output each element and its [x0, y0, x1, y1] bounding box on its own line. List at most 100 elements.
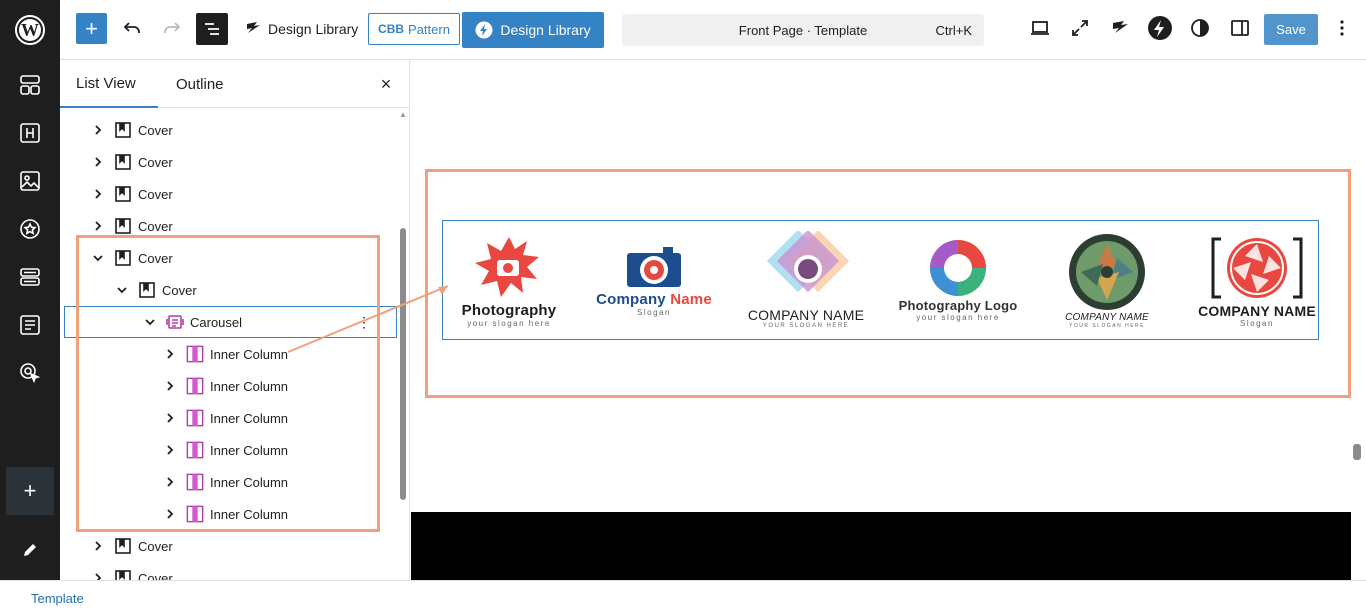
carousel-block[interactable]: Photography your slogan here Company Nam… [442, 220, 1319, 340]
chevron-right-icon[interactable] [90, 186, 106, 202]
cover-block-icon [114, 153, 132, 171]
logo-slogan: your slogan here [467, 319, 551, 328]
pattern-button[interactable]: CBB Pattern [368, 13, 460, 45]
contrast-icon[interactable] [1186, 14, 1214, 42]
cover-block-icon [114, 537, 132, 555]
logo-slot[interactable]: COMPANY NAME Slogan [1195, 221, 1319, 339]
inner-column-icon [186, 345, 204, 363]
pointer-target-icon[interactable] [18, 361, 42, 385]
chevron-down-icon[interactable] [142, 314, 158, 330]
sidebar-toggle-icon[interactable] [1226, 14, 1254, 42]
chevron-right-icon[interactable] [90, 122, 106, 138]
list-item-label: Cover [138, 154, 173, 170]
list-item[interactable]: Inner Column [60, 370, 400, 402]
list-item[interactable]: Cover [60, 530, 400, 562]
list-item[interactable]: Cover [60, 210, 400, 242]
editor-canvas[interactable]: Photography your slogan here Company Nam… [411, 61, 1366, 580]
desktop-preview-icon[interactable] [1026, 14, 1054, 42]
scroll-up-arrow-icon[interactable]: ▲ [399, 110, 407, 119]
chevron-down-icon[interactable] [90, 250, 106, 266]
tab-list-view[interactable]: List View [60, 60, 158, 108]
list-item[interactable]: Inner Column [60, 434, 400, 466]
list-item-label: Cover [138, 218, 173, 234]
tab-outline[interactable]: Outline [176, 75, 224, 93]
command-shortcut: Ctrl+K [935, 22, 972, 38]
stackable-icon[interactable] [1106, 14, 1134, 42]
design-library-button-label: Design Library [500, 22, 591, 38]
logo-slot[interactable]: COMPANY NAME YOUR SLOGAN HERE [741, 221, 871, 339]
layout-icon[interactable] [18, 73, 42, 97]
status-bar: Template [0, 580, 1366, 615]
logo-name-text: Company Name [596, 291, 712, 308]
block-inserter-button[interactable]: + [76, 13, 107, 44]
list-item-label: Inner Column [210, 442, 289, 458]
list-item-label: Cover [138, 122, 173, 138]
image-icon[interactable] [18, 169, 42, 193]
command-palette-bar[interactable]: Front Page · Template Ctrl+K [622, 14, 984, 46]
lightning-badge-icon [475, 21, 493, 39]
list-item[interactable]: Inner Column [60, 466, 400, 498]
cover-block-icon [114, 569, 132, 580]
list-item-label: Inner Column [210, 474, 289, 490]
logo-slot[interactable]: Company Name Slogan [589, 221, 719, 339]
fullscreen-icon[interactable] [1066, 14, 1094, 42]
chevron-right-icon[interactable] [162, 474, 178, 490]
more-options-icon[interactable] [1328, 14, 1356, 42]
logo-slogan: Slogan [637, 308, 671, 317]
lightning-circle-icon[interactable] [1146, 14, 1174, 42]
dark-cover-section[interactable] [411, 512, 1351, 580]
list-item[interactable]: Inner Column [60, 498, 400, 530]
inner-column-icon [186, 473, 204, 491]
text-block-icon[interactable] [18, 313, 42, 337]
rows-icon[interactable] [18, 265, 42, 289]
list-view-toggle-button[interactable] [196, 13, 228, 45]
heading-icon[interactable] [18, 121, 42, 145]
chevron-down-icon[interactable] [114, 282, 130, 298]
redo-icon[interactable] [158, 14, 186, 42]
cover-block-icon [114, 121, 132, 139]
panel-scrollbar[interactable] [400, 228, 406, 500]
list-item[interactable]: Cover [60, 178, 400, 210]
chevron-right-icon[interactable] [90, 218, 106, 234]
wordpress-logo-icon[interactable]: W [0, 0, 60, 60]
edit-pen-icon[interactable] [20, 540, 40, 560]
list-item[interactable]: Inner Column [60, 402, 400, 434]
inner-column-icon [186, 505, 204, 523]
chevron-right-icon[interactable] [90, 570, 106, 580]
canvas-scrollbar[interactable] [1353, 444, 1361, 460]
chevron-right-icon[interactable] [162, 442, 178, 458]
chevron-right-icon[interactable] [162, 506, 178, 522]
list-item[interactable]: Cover [60, 242, 400, 274]
list-item[interactable]: Cover [60, 146, 400, 178]
chevron-right-icon[interactable] [90, 538, 106, 554]
carousel-block-icon [166, 313, 184, 331]
add-new-button[interactable]: + [6, 467, 54, 515]
logo-slot[interactable]: COMPANY NAME YOUR SLOGAN HERE [1047, 221, 1167, 339]
chevron-right-icon[interactable] [162, 410, 178, 426]
chevron-right-icon[interactable] [162, 378, 178, 394]
paint-splash-camera-icon [475, 237, 539, 297]
save-button[interactable]: Save [1264, 14, 1318, 45]
list-item[interactable]: Inner Column [60, 338, 400, 370]
svg-text:W: W [21, 20, 39, 40]
inner-column-icon [186, 377, 204, 395]
close-icon[interactable]: × [380, 73, 392, 94]
design-library-link[interactable]: Design Library [244, 12, 358, 46]
chevron-right-icon[interactable] [162, 346, 178, 362]
list-item[interactable]: Cover [60, 274, 400, 306]
logo-slogan: your slogan here [916, 313, 1000, 322]
breadcrumb-template[interactable]: Template [31, 591, 84, 606]
star-badge-icon[interactable] [18, 217, 42, 241]
design-library-button[interactable]: Design Library [462, 12, 604, 48]
undo-icon[interactable] [118, 14, 146, 42]
logo-slot[interactable]: Photography your slogan here [449, 221, 569, 339]
cover-block-icon [114, 185, 132, 203]
inner-column-icon [186, 441, 204, 459]
logo-slot[interactable]: Photography Logo your slogan here [895, 221, 1021, 339]
logo-name: Photography Logo [898, 298, 1018, 313]
list-item[interactable]: Cover [60, 562, 400, 580]
inner-column-icon [186, 409, 204, 427]
list-item[interactable]: Cover [60, 114, 400, 146]
chevron-right-icon[interactable] [90, 154, 106, 170]
list-item-label: Cover [138, 570, 173, 581]
